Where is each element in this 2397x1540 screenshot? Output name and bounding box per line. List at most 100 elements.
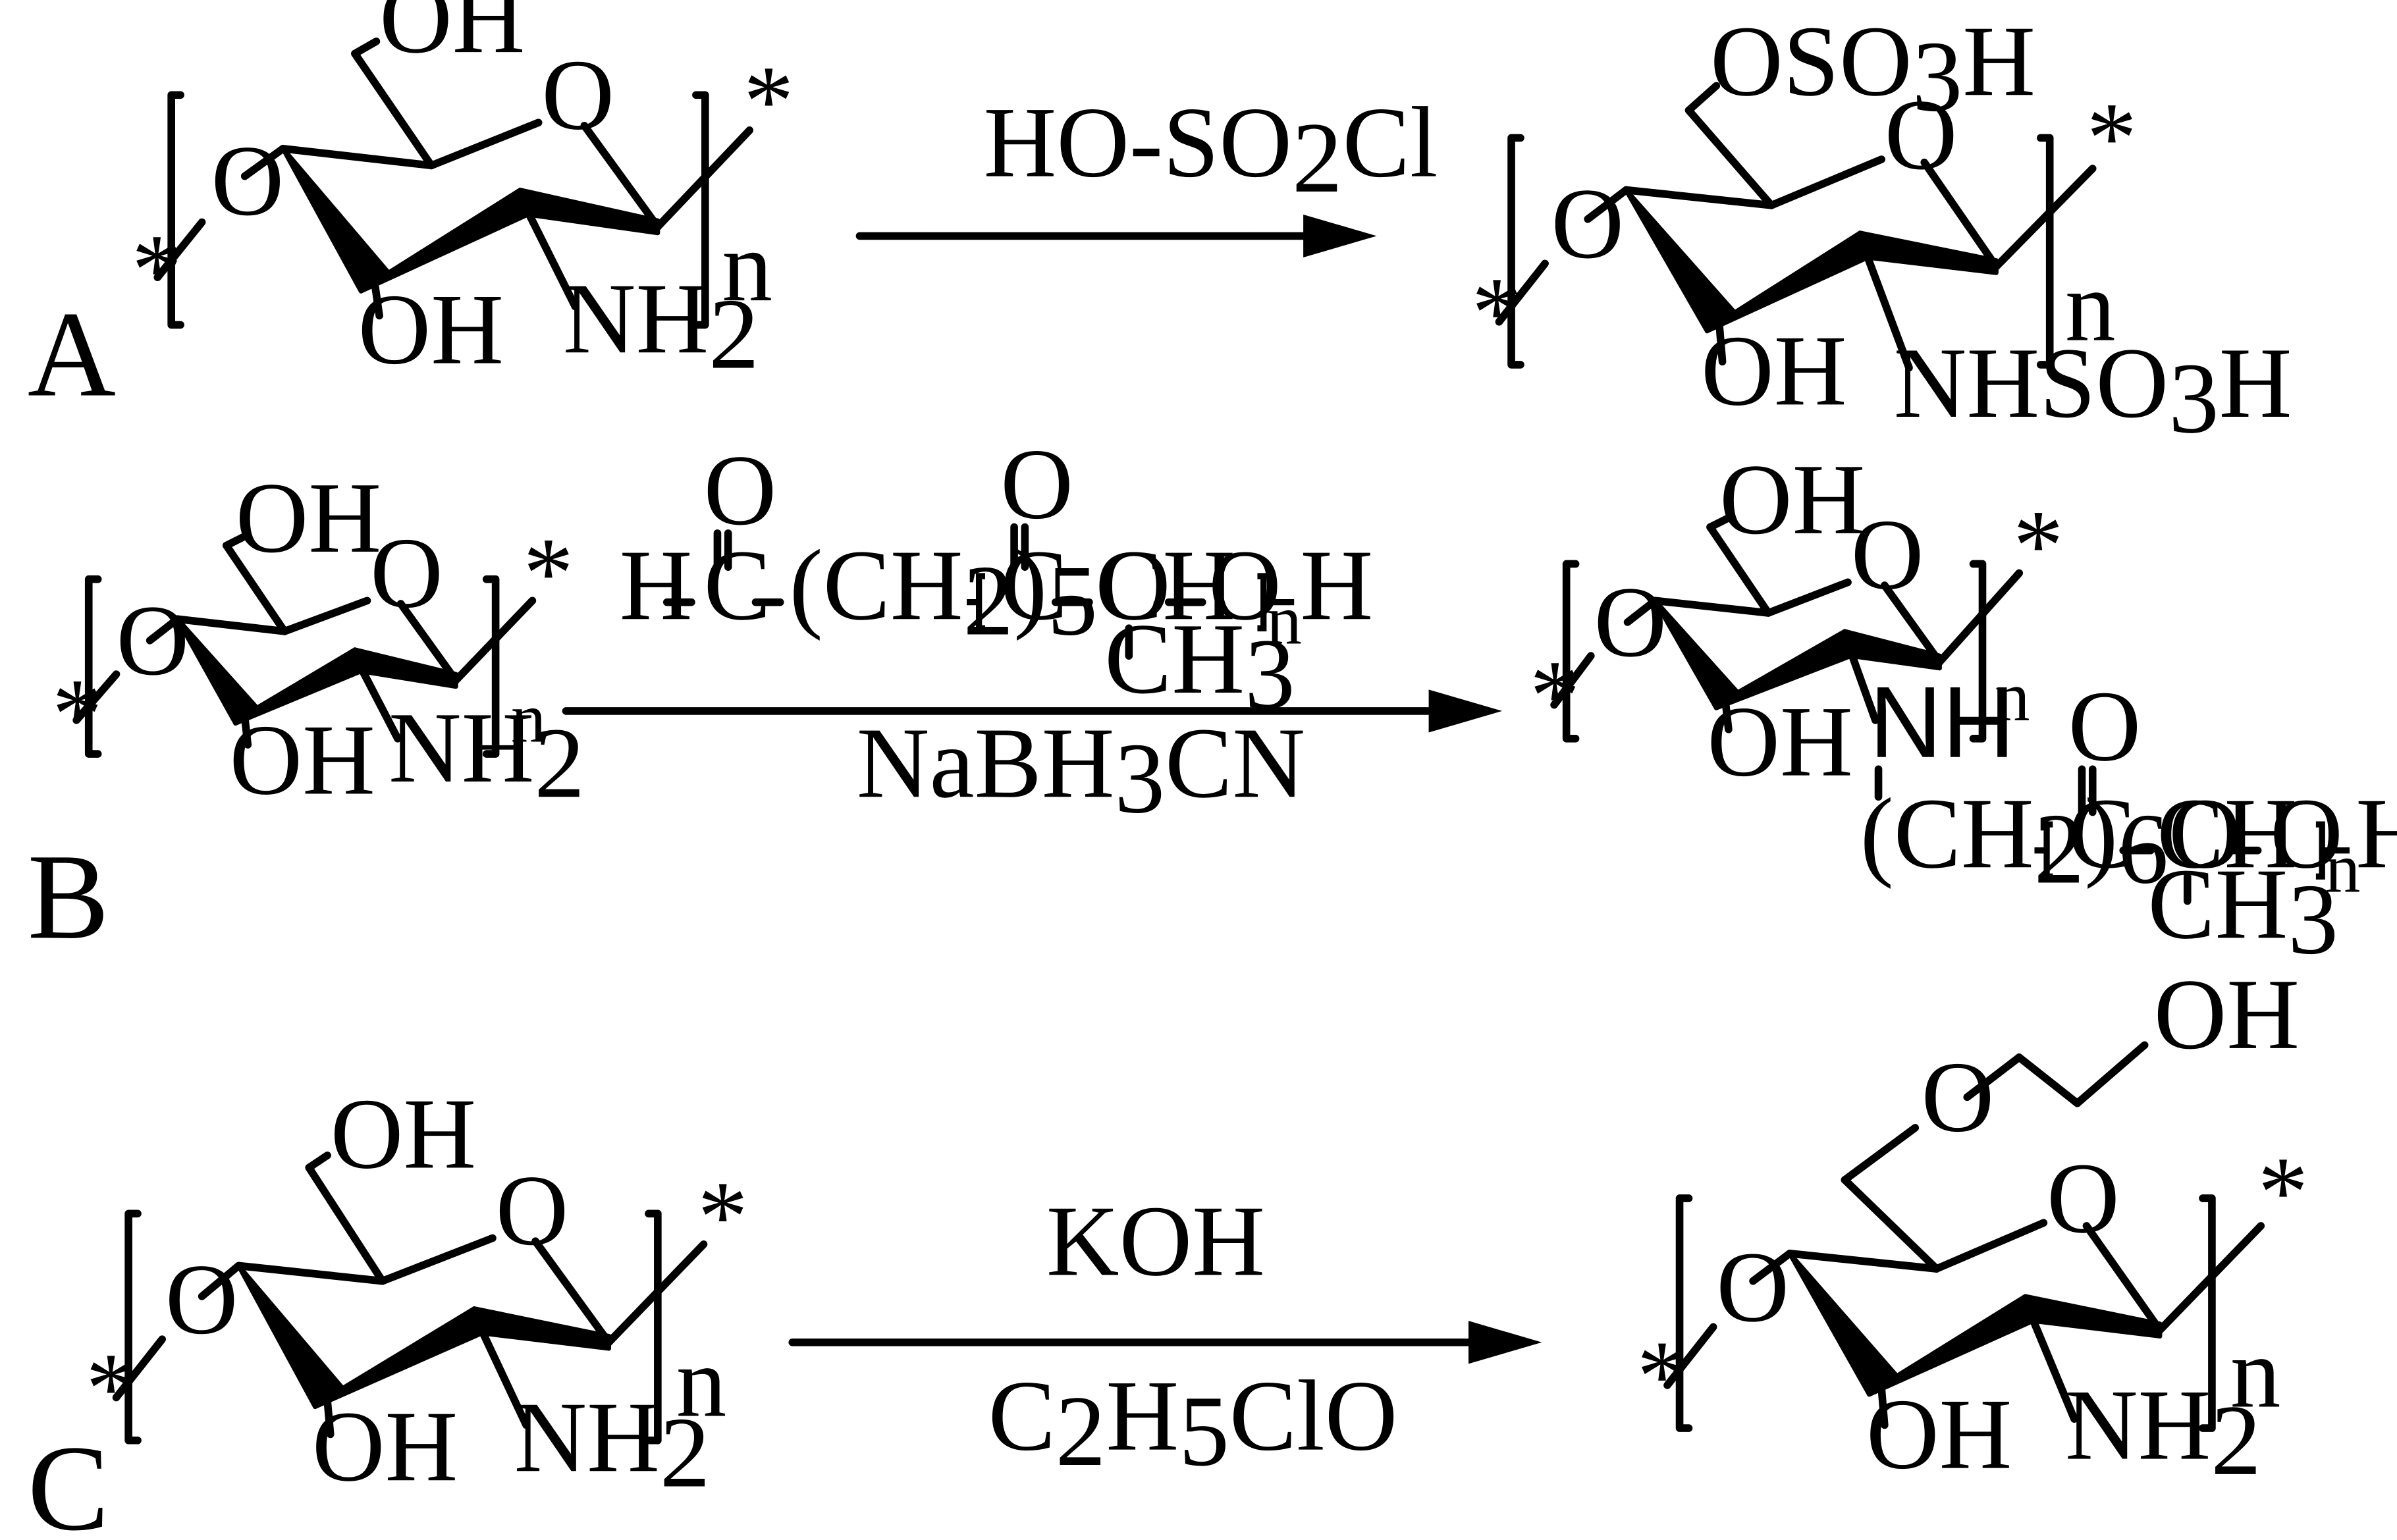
wedge-bond [236, 1263, 345, 1410]
bond [2015, 1053, 2082, 1107]
bracket-right [692, 91, 709, 329]
bond [1841, 1124, 1920, 1184]
bond [396, 600, 460, 685]
reagent-pla-aldehyde: H C O (CH2)5O C O CH CH3 O n H [620, 429, 1373, 731]
bond [654, 126, 754, 231]
c3-oh: OH [358, 273, 504, 385]
wedge-bond [1787, 1251, 1899, 1397]
chain-end-star: * [743, 45, 794, 157]
bracket-right [645, 1209, 662, 1445]
bond [240, 144, 287, 180]
bond [1663, 1323, 1717, 1389]
bond [354, 658, 402, 743]
bond [1764, 578, 1852, 617]
repeat-unit-n: n [511, 679, 546, 757]
secondary-amine: NH [1870, 666, 2015, 779]
c2-amine: NH2 [514, 1381, 710, 1508]
bond [173, 615, 288, 635]
bond [351, 49, 435, 170]
bracket-left [124, 1209, 142, 1445]
chain-end-star: * [132, 214, 182, 326]
methine-ch: CH [1095, 529, 1235, 641]
chain-end-star: * [523, 518, 574, 629]
bracket-right [1969, 560, 1987, 743]
ring-oxygen: O [370, 518, 443, 629]
reagent-sodium-cyanoborohydride: NaBH3CN [857, 707, 1305, 834]
repeat-unit-n: n [722, 211, 772, 323]
c6-oh: OH [379, 0, 525, 74]
bond [605, 1240, 708, 1346]
methine-ch: CH [2157, 778, 2297, 889]
carbonyl-o: O [2068, 670, 2141, 782]
bond [1841, 1176, 1941, 1273]
bracket-right [482, 575, 500, 758]
aldehyde-h: H [620, 529, 693, 641]
bond [222, 541, 288, 635]
carbonyl-o: O [1000, 429, 1073, 541]
repeat-unit-n: n [2065, 251, 2116, 363]
terminal-h: H [2356, 778, 2397, 889]
product-c: O OH O O OH NH2 * * n [1637, 959, 2309, 1497]
reagent-chloroethanol: C2H5ClO [988, 1360, 1398, 1487]
repeat-unit-n: n [2230, 1317, 2281, 1429]
bond [371, 279, 383, 320]
panel-label-a: A [28, 286, 116, 422]
bracket-left [1675, 1194, 1693, 1432]
reaction-arrow-a: HO-SO2Cl [855, 87, 1438, 257]
c3-oh: OH [1707, 686, 1852, 798]
bond [1920, 158, 2001, 271]
bond [1877, 1384, 1889, 1429]
c6-oh: OH [236, 462, 381, 574]
bond [1992, 165, 2097, 271]
bond [1935, 569, 2024, 666]
bond [427, 119, 543, 170]
chain-end-star: * [2086, 82, 2137, 194]
bond [1684, 82, 1721, 115]
panel-c: C OH O O OH NH2 * * n [28, 959, 2308, 1540]
ring-oxygen: O [2047, 1142, 2120, 1254]
bond [1623, 597, 1659, 626]
bond [1749, 1249, 1794, 1285]
bracket-right [2036, 134, 2054, 369]
chain-end-star: * [2013, 490, 2064, 602]
bond [279, 144, 435, 170]
repeat-unit-n: n [676, 1326, 727, 1438]
bond [112, 1335, 167, 1402]
bond [2156, 1222, 2265, 1334]
panel-b: B OH O O OH NH2 * * n [28, 429, 2397, 976]
bond [519, 198, 579, 311]
chain-end-star: * [52, 658, 103, 770]
reactant-a: OH O O OH NH2 * * n [132, 0, 794, 390]
ether-oxygen: O [1922, 1041, 1995, 1153]
c2-amine: NH2 [389, 692, 585, 819]
bond [1785, 1249, 1941, 1273]
reaction-arrow-b: NaBH3CN [562, 689, 1503, 835]
glycosidic-oxygen: O [1551, 168, 1624, 280]
bracket-left [84, 575, 102, 758]
chain-end-star: * [86, 1333, 136, 1445]
c2-amine: NH2 [563, 263, 759, 390]
bond [1684, 106, 1775, 209]
product-b: OH O O OH NH * * n (CH2)6O C O CH CH3 O … [1530, 444, 2397, 976]
terminal-h: H [1300, 529, 1373, 641]
repeat-unit-n: n [1995, 658, 2030, 736]
bond [146, 615, 182, 645]
bond [1881, 581, 1944, 666]
bond [72, 670, 121, 724]
bracket-left [1507, 134, 1524, 369]
bond [1706, 514, 1733, 531]
panel-a: A OH O O OH NH2 * * n [28, 0, 2292, 454]
bond [240, 713, 252, 749]
bracket-left [167, 91, 184, 329]
glycosidic-oxygen: O [165, 1244, 238, 1356]
chain-end-star: * [1472, 257, 1522, 369]
product-a: OSO3H O O OH NHSO3H * * n [1472, 5, 2292, 454]
reactant-c: OH O O OH NH2 * * n [86, 1078, 748, 1508]
bond [452, 597, 537, 685]
c2-sulfamate: NHSO3H [1894, 327, 2292, 454]
c3-oh: OH [229, 704, 375, 816]
bond [351, 38, 381, 58]
bond [1584, 186, 1630, 223]
ring-oxygen: O [1851, 499, 1924, 611]
bond [305, 1152, 331, 1172]
